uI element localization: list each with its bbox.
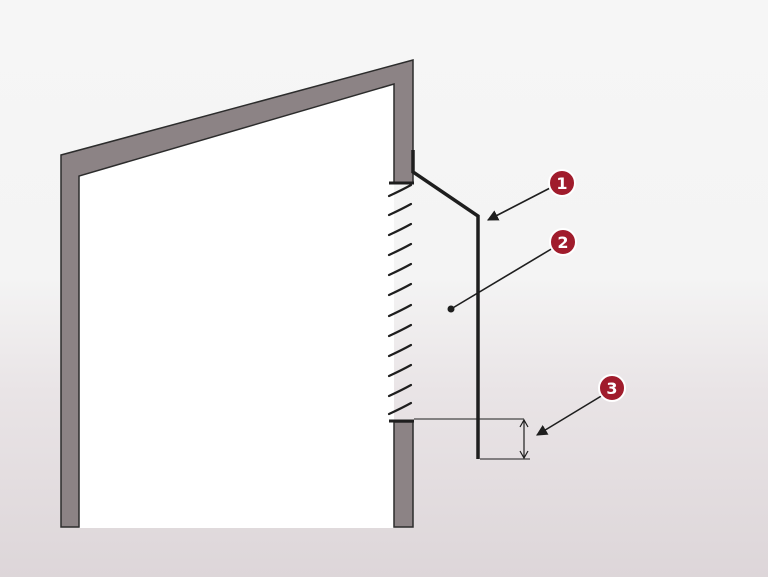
callout-3-label: 3 [606, 379, 617, 398]
leader-line-1 [487, 186, 553, 221]
callout-1: 1 [548, 169, 576, 197]
hood-cowl [411, 150, 480, 459]
callout-1-label: 1 [556, 174, 567, 193]
building-interior [79, 84, 394, 528]
building-wall-lower [393, 421, 414, 528]
dimension-arrow-bottom [519, 450, 529, 460]
callout-3: 3 [598, 374, 626, 402]
dimension-arrow-top [519, 418, 529, 428]
callout-2: 2 [549, 228, 577, 256]
callout-2-label: 2 [557, 233, 568, 252]
leader-line-2 [450, 247, 554, 310]
leader-line-3 [536, 394, 604, 436]
louvre-slats [387, 183, 413, 416]
